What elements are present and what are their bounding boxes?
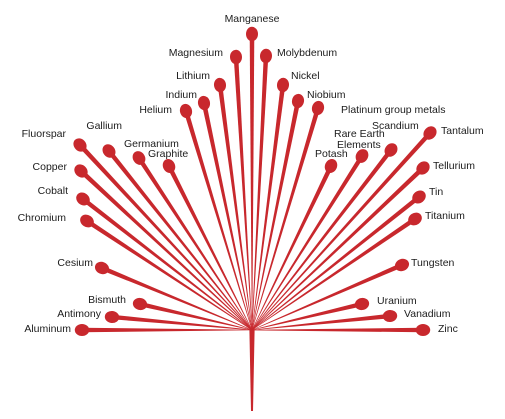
label-aluminum: Aluminum	[24, 323, 71, 335]
vein-uranium	[251, 301, 363, 331]
dot-rare-earth-elements	[355, 149, 369, 163]
vein-copper	[79, 169, 253, 331]
label-tellurium: Tellurium	[433, 160, 475, 172]
vein-molybdenum	[251, 55, 269, 331]
vein-gallium	[107, 149, 253, 331]
dot-niobium	[291, 93, 305, 109]
label-helium: Helium	[139, 104, 172, 116]
label-tungsten: Tungsten	[411, 257, 455, 269]
dot-cesium	[94, 261, 110, 275]
vein-aluminum	[82, 327, 252, 333]
label-cobalt: Cobalt	[38, 185, 68, 197]
label-scandium: Scandium	[372, 120, 419, 132]
dot-cobalt	[76, 192, 90, 206]
vein-titanium	[251, 217, 417, 331]
label-zinc: Zinc	[438, 323, 458, 335]
dot-lithium	[213, 77, 227, 93]
vein-vanadium	[252, 313, 391, 331]
vein-cesium	[101, 265, 253, 331]
dot-manganese	[246, 26, 258, 42]
dot-vanadium	[382, 309, 398, 323]
dot-zinc	[415, 324, 431, 336]
label-chromium: Chromium	[18, 212, 67, 224]
dot-copper	[74, 164, 88, 178]
leaf-main-stem	[249, 330, 255, 411]
dot-gallium	[102, 144, 116, 158]
label-manganese: Manganese	[225, 13, 280, 25]
dot-platinum-group-metals	[311, 100, 325, 116]
dot-potash	[324, 159, 338, 173]
dot-chromium	[80, 214, 94, 228]
dot-aluminum	[74, 324, 90, 336]
label-platinum-group-metals: Platinum group metals	[341, 104, 445, 116]
dot-scandium	[384, 143, 398, 157]
dot-tantalum	[423, 126, 437, 140]
label-molybdenum: Molybdenum	[277, 47, 337, 59]
label-antimony: Antimony	[57, 308, 102, 320]
vein-lithium	[217, 84, 253, 330]
vein-nickel	[251, 84, 286, 330]
label-germanium: Germanium	[124, 138, 179, 150]
dot-helium	[179, 103, 193, 119]
vein-manganese	[249, 34, 255, 330]
dot-tin	[412, 190, 426, 204]
dot-tungsten	[394, 258, 410, 272]
dot-bismuth	[132, 297, 148, 311]
dot-titanium	[408, 212, 422, 226]
label-fluorspar: Fluorspar	[22, 128, 67, 140]
dot-germanium	[132, 151, 146, 165]
vein-rare-earth-elements	[251, 154, 364, 331]
vein-cobalt	[81, 197, 253, 331]
dot-indium	[197, 95, 211, 111]
label-gallium: Gallium	[86, 120, 122, 132]
label-indium: Indium	[165, 89, 197, 101]
label-titanium: Titanium	[425, 210, 465, 222]
vein-tungsten	[251, 262, 403, 331]
vein-tantalum	[251, 131, 432, 331]
dot-fluorspar	[73, 138, 87, 152]
dot-magnesium	[229, 49, 243, 65]
vein-antimony	[111, 314, 252, 331]
mineral-dots	[73, 26, 437, 336]
label-niobium: Niobium	[307, 89, 346, 101]
vein-germanium	[137, 156, 253, 331]
vein-graphite	[166, 165, 253, 331]
vein-zinc	[252, 327, 423, 333]
vein-chromium	[85, 219, 253, 331]
label-copper: Copper	[33, 161, 68, 173]
vein-fluorspar	[78, 143, 253, 331]
leaf-veins	[78, 34, 432, 333]
label-magnesium: Magnesium	[169, 47, 224, 59]
label-bismuth: Bismuth	[88, 294, 126, 306]
label-tantalum: Tantalum	[441, 125, 484, 137]
vein-helium	[183, 110, 253, 331]
label-cesium: Cesium	[57, 257, 93, 269]
dot-antimony	[104, 310, 120, 324]
vein-bismuth	[139, 301, 253, 331]
label-tin: Tin	[429, 186, 443, 198]
label-uranium: Uranium	[377, 295, 417, 307]
vein-scandium	[251, 148, 393, 331]
label-potash: Potash	[315, 148, 348, 160]
vein-tin	[251, 195, 421, 331]
label-lithium: Lithium	[176, 70, 210, 82]
dot-uranium	[354, 297, 370, 311]
vein-magnesium	[233, 56, 253, 331]
vein-niobium	[251, 100, 301, 330]
dot-tellurium	[416, 161, 430, 175]
label-vanadium: Vanadium	[404, 308, 451, 320]
label-nickel: Nickel	[291, 70, 320, 82]
vein-indium	[201, 102, 253, 331]
dot-molybdenum	[259, 48, 273, 64]
dot-graphite	[162, 159, 176, 173]
vein-tellurium	[251, 166, 425, 331]
vein-platinum-group-metals	[251, 107, 321, 331]
vein-potash	[251, 165, 334, 331]
dot-nickel	[276, 77, 290, 93]
label-graphite: Graphite	[148, 148, 188, 160]
